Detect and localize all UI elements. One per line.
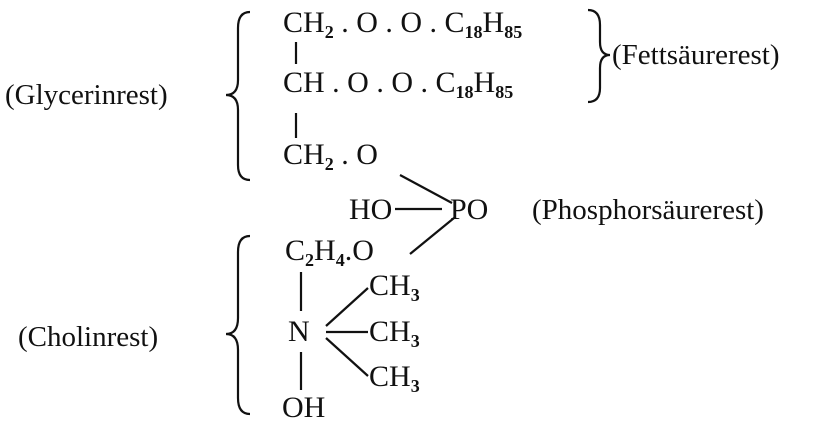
- formula-text: .O: [344, 234, 374, 267]
- bond: [325, 287, 369, 327]
- subscript: 85: [495, 82, 514, 102]
- formula-text: H: [482, 6, 505, 39]
- formula-text: H: [473, 66, 496, 99]
- phosphoric-label: (Phosphorsäurerest): [532, 194, 764, 226]
- glycerin-label: (Glycerinrest): [5, 79, 168, 111]
- fatty-acid-label: (Fettsäurerest): [612, 39, 780, 71]
- formula-text: CH: [283, 6, 325, 39]
- bond: [399, 174, 453, 204]
- bond: [409, 217, 455, 255]
- formula-text: HO: [349, 193, 393, 226]
- subscript: 3: [410, 285, 420, 305]
- formula-text: H: [314, 234, 336, 267]
- formula-text: CH: [369, 360, 411, 393]
- subscript: 2: [305, 250, 315, 270]
- formula-text: . O: [333, 138, 378, 171]
- formula-oh: OH: [282, 393, 325, 423]
- subscript: 2: [324, 154, 334, 174]
- formula-text: . O . O . C: [333, 6, 465, 39]
- formula-text: OH: [282, 391, 326, 424]
- formula-c2h4o: C2H4.O: [285, 234, 374, 270]
- formula-text: CH . O . O . C: [283, 66, 456, 99]
- formula-line-3: CH2 . O: [283, 138, 378, 174]
- formula-line-2: CH . O . O . C18H85: [283, 66, 513, 102]
- formula-text: CH: [369, 315, 411, 348]
- choline-label: (Cholinrest): [18, 321, 159, 353]
- subscript: 2: [324, 22, 334, 42]
- formula-ch3-top: CH3: [369, 269, 420, 305]
- subscript: 85: [504, 22, 523, 42]
- formula-text: CH: [283, 138, 325, 171]
- formula-ch3-bottom: CH3: [369, 360, 420, 396]
- formula-text: C: [285, 234, 306, 267]
- formula-ho: HO: [349, 195, 392, 225]
- formula-line-1: CH2 . O . O . C18H85: [283, 6, 522, 42]
- formula-n: N: [288, 317, 310, 347]
- subscript: 18: [464, 22, 483, 42]
- choline-brace: [225, 234, 251, 416]
- formula-text: PO: [450, 193, 489, 226]
- formula-ch3-middle: CH3: [369, 315, 420, 351]
- subscript: 4: [335, 250, 345, 270]
- fatty-acid-brace: [587, 8, 611, 104]
- formula-text: CH: [369, 269, 411, 302]
- bond: [325, 337, 369, 377]
- formula-text: N: [288, 315, 310, 348]
- subscript: 3: [410, 331, 420, 351]
- subscript: 3: [410, 376, 420, 396]
- glycerin-brace: [225, 10, 251, 182]
- subscript: 18: [455, 82, 474, 102]
- formula-po: PO: [450, 195, 488, 225]
